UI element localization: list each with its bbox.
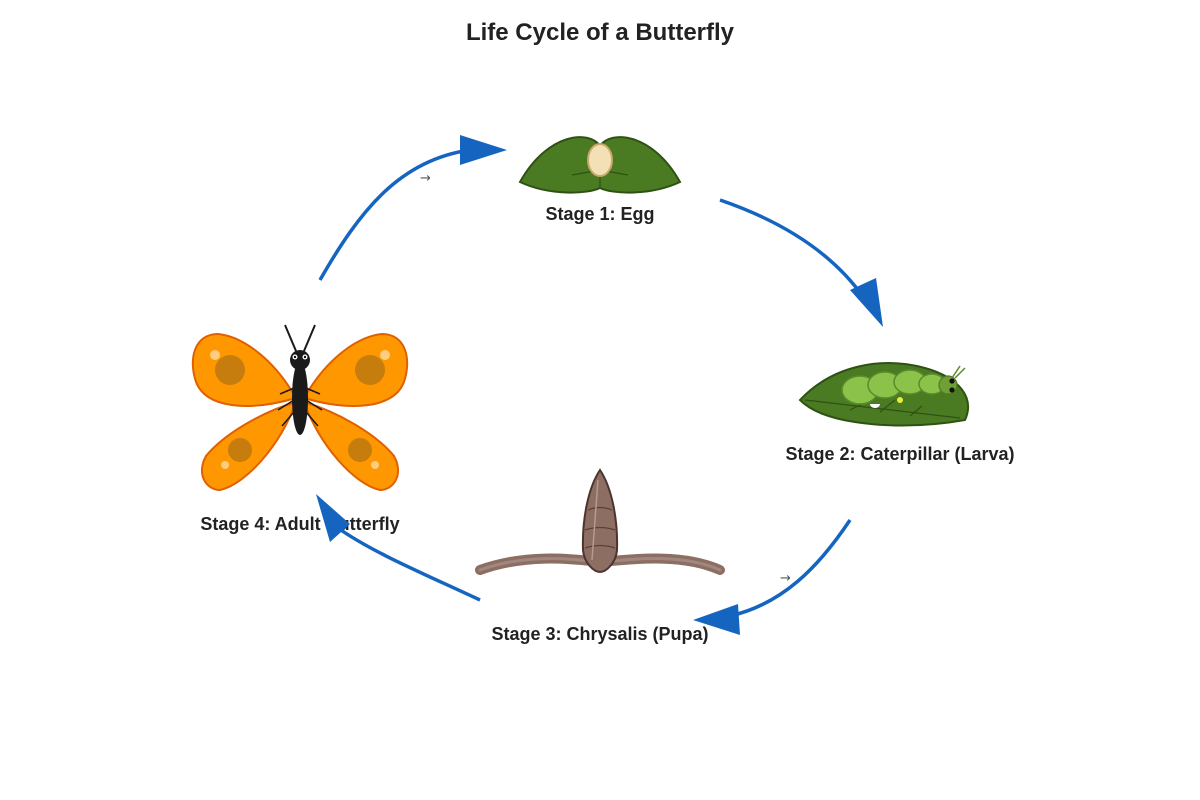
stage-label-butterfly: Stage 4: Adult Butterfly	[200, 514, 399, 534]
stage-label-chrysalis: Stage 3: Chrysalis (Pupa)	[491, 624, 708, 644]
cycle-arrow-caterpillar-to-chrysalis	[693, 519, 852, 635]
direction-arrow-icon: →	[780, 571, 791, 586]
egg-stage: Stage 1: Egg	[518, 136, 682, 224]
chrysalis-stage: Stage 3: Chrysalis (Pupa)	[475, 468, 725, 644]
stage-label-caterpillar: Stage 2: Caterpillar (Larva)	[785, 444, 1014, 464]
cycle-arrow-egg-to-caterpillar	[719, 198, 883, 327]
arrowhead-icon	[850, 278, 883, 327]
chrysalis-icon	[581, 468, 619, 574]
direction-arrow-icon: →	[420, 171, 431, 186]
arrowhead-icon	[693, 604, 740, 635]
stage-label-egg: Stage 1: Egg	[545, 204, 654, 224]
arrowhead-icon	[460, 135, 507, 165]
caterpillar-icon	[841, 365, 966, 408]
egg-icon	[587, 143, 613, 177]
cycle-arrow-butterfly-to-egg	[318, 135, 507, 281]
caterpillar-stage: Stage 2: Caterpillar (Larva)	[785, 362, 1015, 464]
butterfly-stage: Stage 4: Adult Butterfly	[191, 324, 409, 534]
arrowhead-icon	[316, 494, 350, 542]
butterfly-icon	[191, 324, 409, 492]
diagram-title: Life Cycle of a Butterfly	[466, 19, 735, 46]
cycle-arrow-chrysalis-to-butterfly	[316, 494, 481, 602]
